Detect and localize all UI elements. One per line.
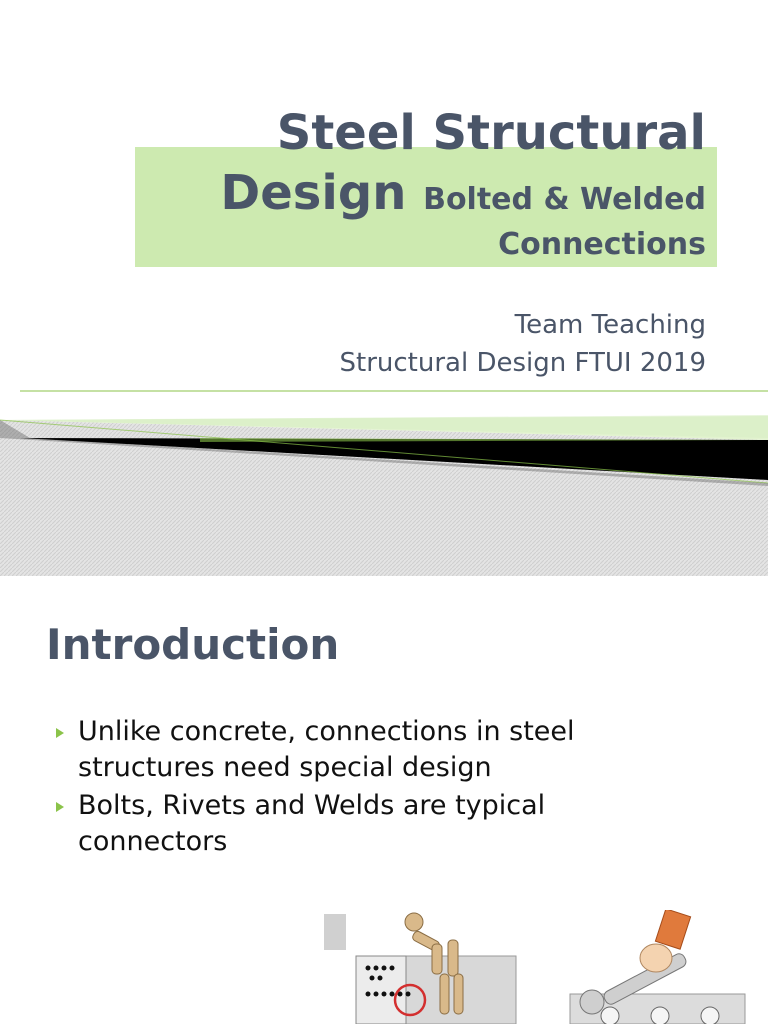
bullet-arrow-icon (56, 802, 64, 812)
intro-slide: Introduction Unlike concrete, connection… (0, 576, 768, 1024)
hand-icon (639, 910, 692, 973)
title-line-1: Steel Structural (276, 105, 706, 161)
bullet-item: Unlike concrete, connections in steel st… (54, 714, 694, 786)
bolt-pattern-icon (365, 965, 411, 997)
bullet-text: Bolts, Rivets and Welds are typical conn… (78, 790, 546, 857)
bullet-item: Bolts, Rivets and Welds are typical conn… (54, 788, 694, 860)
title-line-2: Design Bolted & Welded (66, 164, 706, 229)
subtitle-line-2: Structural Design FTUI 2019 (339, 348, 707, 378)
title-small-part: Bolted & Welded (423, 182, 706, 217)
slide-title: Steel Structural Design Bolted & Welded … (66, 104, 706, 265)
subtitle-line-1: Team Teaching (514, 310, 706, 340)
slide-subtitle: Team Teaching Structural Design FTUI 201… (340, 306, 707, 382)
connection-illustration (324, 910, 746, 1024)
intro-heading: Introduction (46, 620, 340, 669)
dark-band (20, 438, 768, 480)
bullet-list: Unlike concrete, connections in steel st… (54, 714, 694, 862)
bullet-text: Unlike concrete, connections in steel st… (78, 716, 575, 783)
title-word-design: Design (220, 165, 407, 221)
title-slide: Steel Structural Design Bolted & Welded … (0, 104, 768, 576)
plate-icon (324, 914, 346, 950)
decorative-band (0, 390, 768, 576)
highlight-circle-icon (393, 983, 427, 1017)
bullet-arrow-icon (56, 728, 64, 738)
title-line-3: Connections (498, 227, 706, 262)
title-highlight-box (135, 147, 717, 267)
mannequin-icon (404, 912, 464, 1015)
